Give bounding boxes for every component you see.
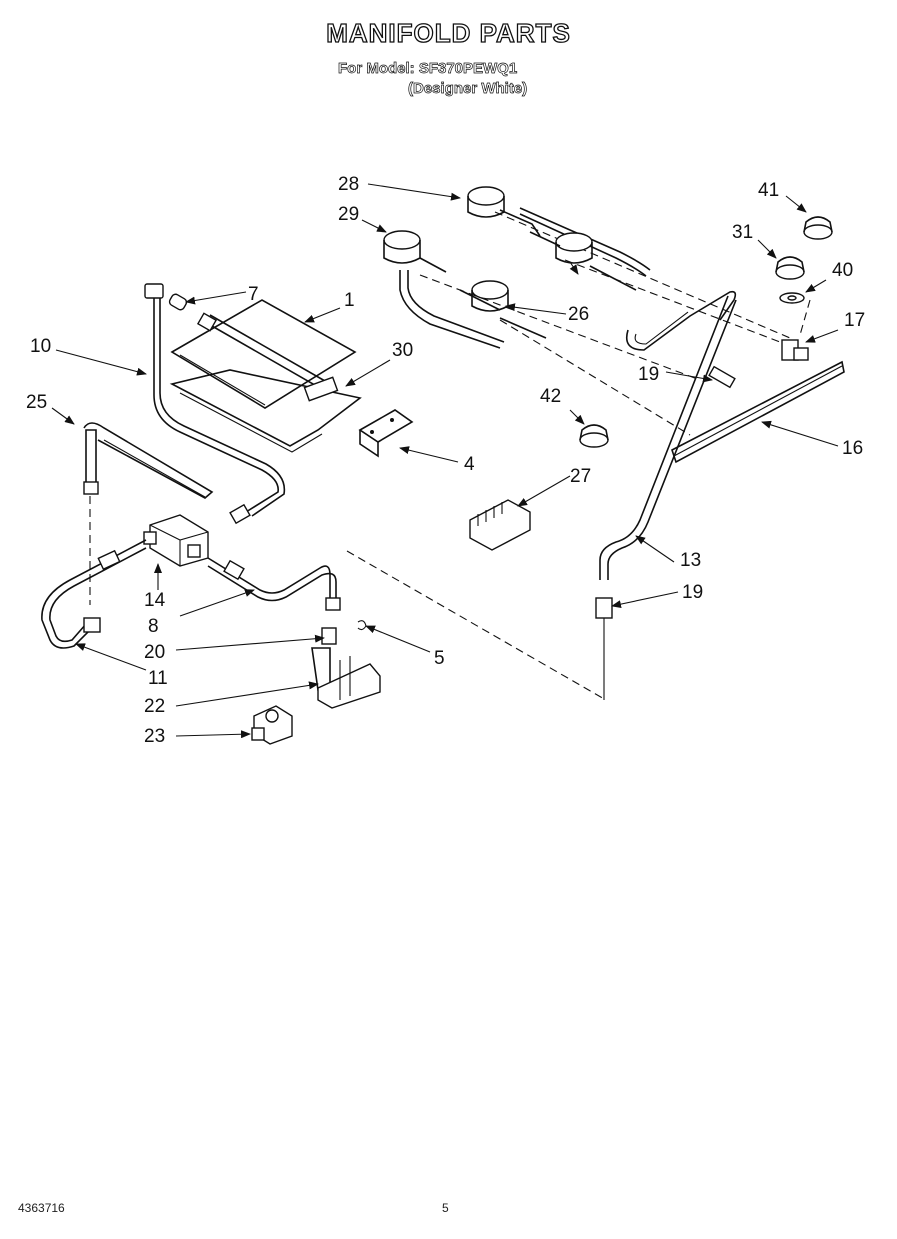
callout-41: 41 xyxy=(758,180,779,201)
callout-19-upper: 19 xyxy=(638,364,659,385)
callout-25: 25 xyxy=(26,392,47,413)
part-11-tube xyxy=(41,539,147,649)
page-number: 5 xyxy=(442,1201,449,1215)
callout-17: 17 xyxy=(844,310,865,331)
callout-5: 5 xyxy=(434,648,445,669)
callout-11: 11 xyxy=(148,668,168,689)
part-28-burner xyxy=(467,186,651,277)
part-30-tray xyxy=(169,369,362,453)
part-42-knob xyxy=(579,424,609,448)
callout-29: 29 xyxy=(338,204,359,225)
callout-1: 1 xyxy=(344,290,355,311)
callout-23: 23 xyxy=(144,726,165,747)
part-7-tube xyxy=(168,293,326,389)
part-25-igniter xyxy=(83,422,214,499)
callout-20: 20 xyxy=(144,642,165,663)
callout-13: 13 xyxy=(680,550,701,571)
part-13-tube xyxy=(595,295,737,700)
callout-16: 16 xyxy=(842,438,863,459)
part-40-washer xyxy=(779,292,805,304)
part-31-knob xyxy=(775,256,805,280)
leader-lines xyxy=(51,183,839,739)
callout-27: 27 xyxy=(570,466,591,487)
callout-19-lower: 19 xyxy=(682,582,703,603)
callout-31: 31 xyxy=(732,222,753,243)
part-4-bracket xyxy=(358,409,414,458)
callout-labels: 28 29 7 1 30 10 25 4 26 27 42 19 16 17 4… xyxy=(26,174,865,747)
page-title: MANIFOLD PARTS xyxy=(326,17,571,48)
callout-26: 26 xyxy=(568,304,589,325)
model-line: For Model: SF370PEWQ1 xyxy=(338,60,518,78)
callout-7: 7 xyxy=(248,284,259,305)
document-number: 4363716 xyxy=(18,1201,65,1215)
callout-22: 22 xyxy=(144,696,165,717)
model-variant: (Designer White) xyxy=(408,80,528,98)
part-valve-assembly xyxy=(251,620,381,745)
callout-42: 42 xyxy=(540,386,561,407)
callout-30: 30 xyxy=(392,340,413,361)
callout-14: 14 xyxy=(144,590,166,611)
part-10-tube xyxy=(144,283,286,525)
part-17-fitting xyxy=(781,339,809,361)
part-16-manifold xyxy=(625,290,845,464)
part-41-knob xyxy=(803,216,833,240)
callout-8: 8 xyxy=(148,616,159,637)
part-29-burner xyxy=(383,230,505,349)
callout-40: 40 xyxy=(832,260,853,281)
callout-28: 28 xyxy=(338,174,359,195)
part-right-burner xyxy=(529,231,637,291)
callout-4: 4 xyxy=(464,454,475,475)
part-14-valve-block xyxy=(143,514,209,567)
part-27-terminal-block xyxy=(469,499,531,551)
callout-10: 10 xyxy=(30,336,51,357)
part-8-tube xyxy=(207,557,341,611)
assembly-dashed-lines xyxy=(89,211,811,701)
part-1-plate xyxy=(170,299,357,409)
